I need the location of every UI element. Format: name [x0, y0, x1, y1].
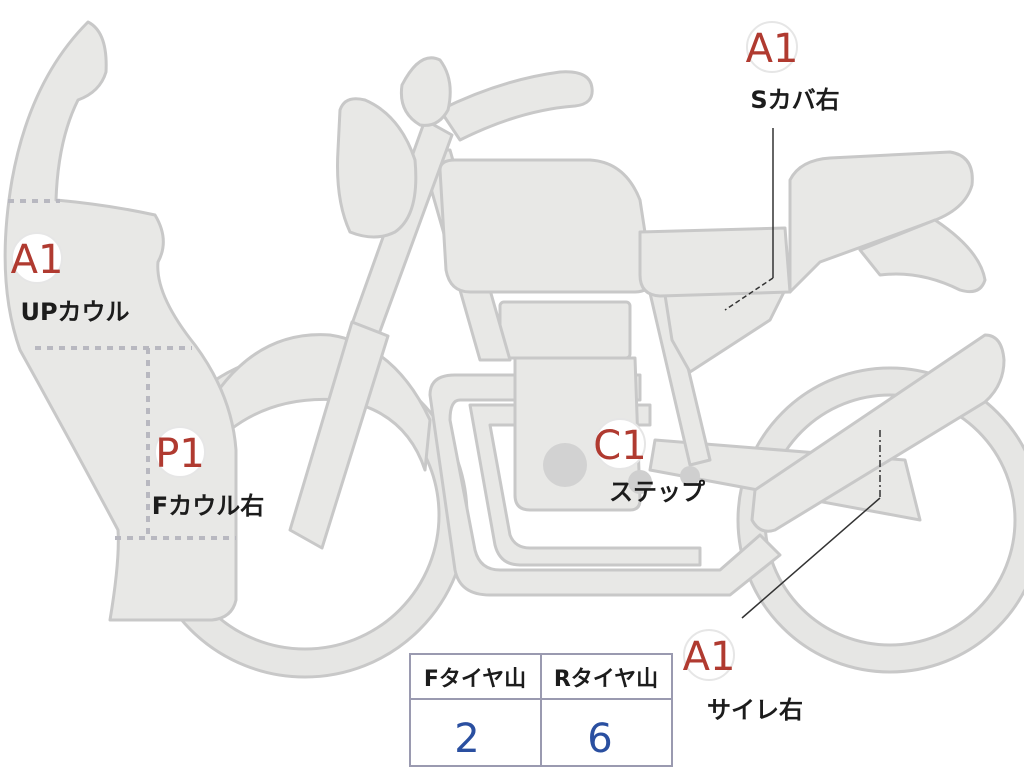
grade-label: A1 — [11, 237, 64, 283]
grade-label: P1 — [155, 431, 205, 477]
part-label: Sカバ右 — [750, 86, 839, 114]
handle-grip — [399, 56, 452, 127]
side-cover-leader-dash — [724, 277, 774, 311]
part-label: UPカウル — [20, 298, 129, 326]
fuel-tank — [438, 158, 654, 294]
tire-tread-table: Fタイヤ山 Rタイヤ山 2 6 — [409, 653, 673, 767]
grade-badge — [594, 418, 646, 470]
front-tire-header: Fタイヤ山 — [424, 667, 526, 692]
annotation-muffler: A1 サイレ右 — [683, 629, 803, 724]
rear-tire-value: 6 — [587, 716, 612, 762]
grade-label: A1 — [746, 26, 799, 72]
engine-cover — [543, 443, 587, 487]
annotation-step: C1 ステップ — [593, 418, 706, 506]
grade-label: C1 — [593, 423, 646, 469]
step-peg-2 — [680, 466, 700, 486]
exhaust-outer — [428, 373, 782, 597]
handlebar — [438, 70, 594, 142]
seat-front — [638, 226, 792, 298]
annotation-upper-cowl: A1 UPカウル — [11, 232, 130, 326]
exhaust-inner — [468, 403, 702, 567]
part-label: ステップ — [609, 478, 706, 506]
fork-lower — [288, 320, 390, 550]
leader-lines — [724, 128, 881, 619]
headlight — [336, 97, 418, 239]
annotation-front-cowl: P1 Fカウル右 — [152, 426, 264, 520]
part-label: Fカウル右 — [152, 492, 264, 520]
grade-badge — [746, 21, 798, 73]
part-label: サイレ右 — [707, 696, 803, 724]
front-tire-value: 2 — [454, 716, 479, 762]
grade-badge — [154, 426, 206, 478]
grade-badge — [11, 232, 63, 284]
step-peg-1 — [628, 470, 652, 494]
side-cover — [663, 288, 787, 374]
tail-cowl — [858, 218, 987, 294]
muffler-leader — [741, 497, 881, 619]
grade-badge — [683, 629, 735, 681]
motorcycle-illustration — [3, 20, 1024, 679]
annotation-side-cover: A1 Sカバ右 — [746, 21, 840, 114]
grade-label: A1 — [683, 634, 736, 680]
cowl-panel-lines — [8, 199, 236, 540]
rear-tire-header: Rタイヤ山 — [554, 667, 658, 692]
rear-wheel-outline — [736, 366, 1024, 674]
muffler — [750, 333, 1006, 533]
engine-cylinder-head — [498, 300, 632, 360]
seat — [788, 150, 974, 294]
